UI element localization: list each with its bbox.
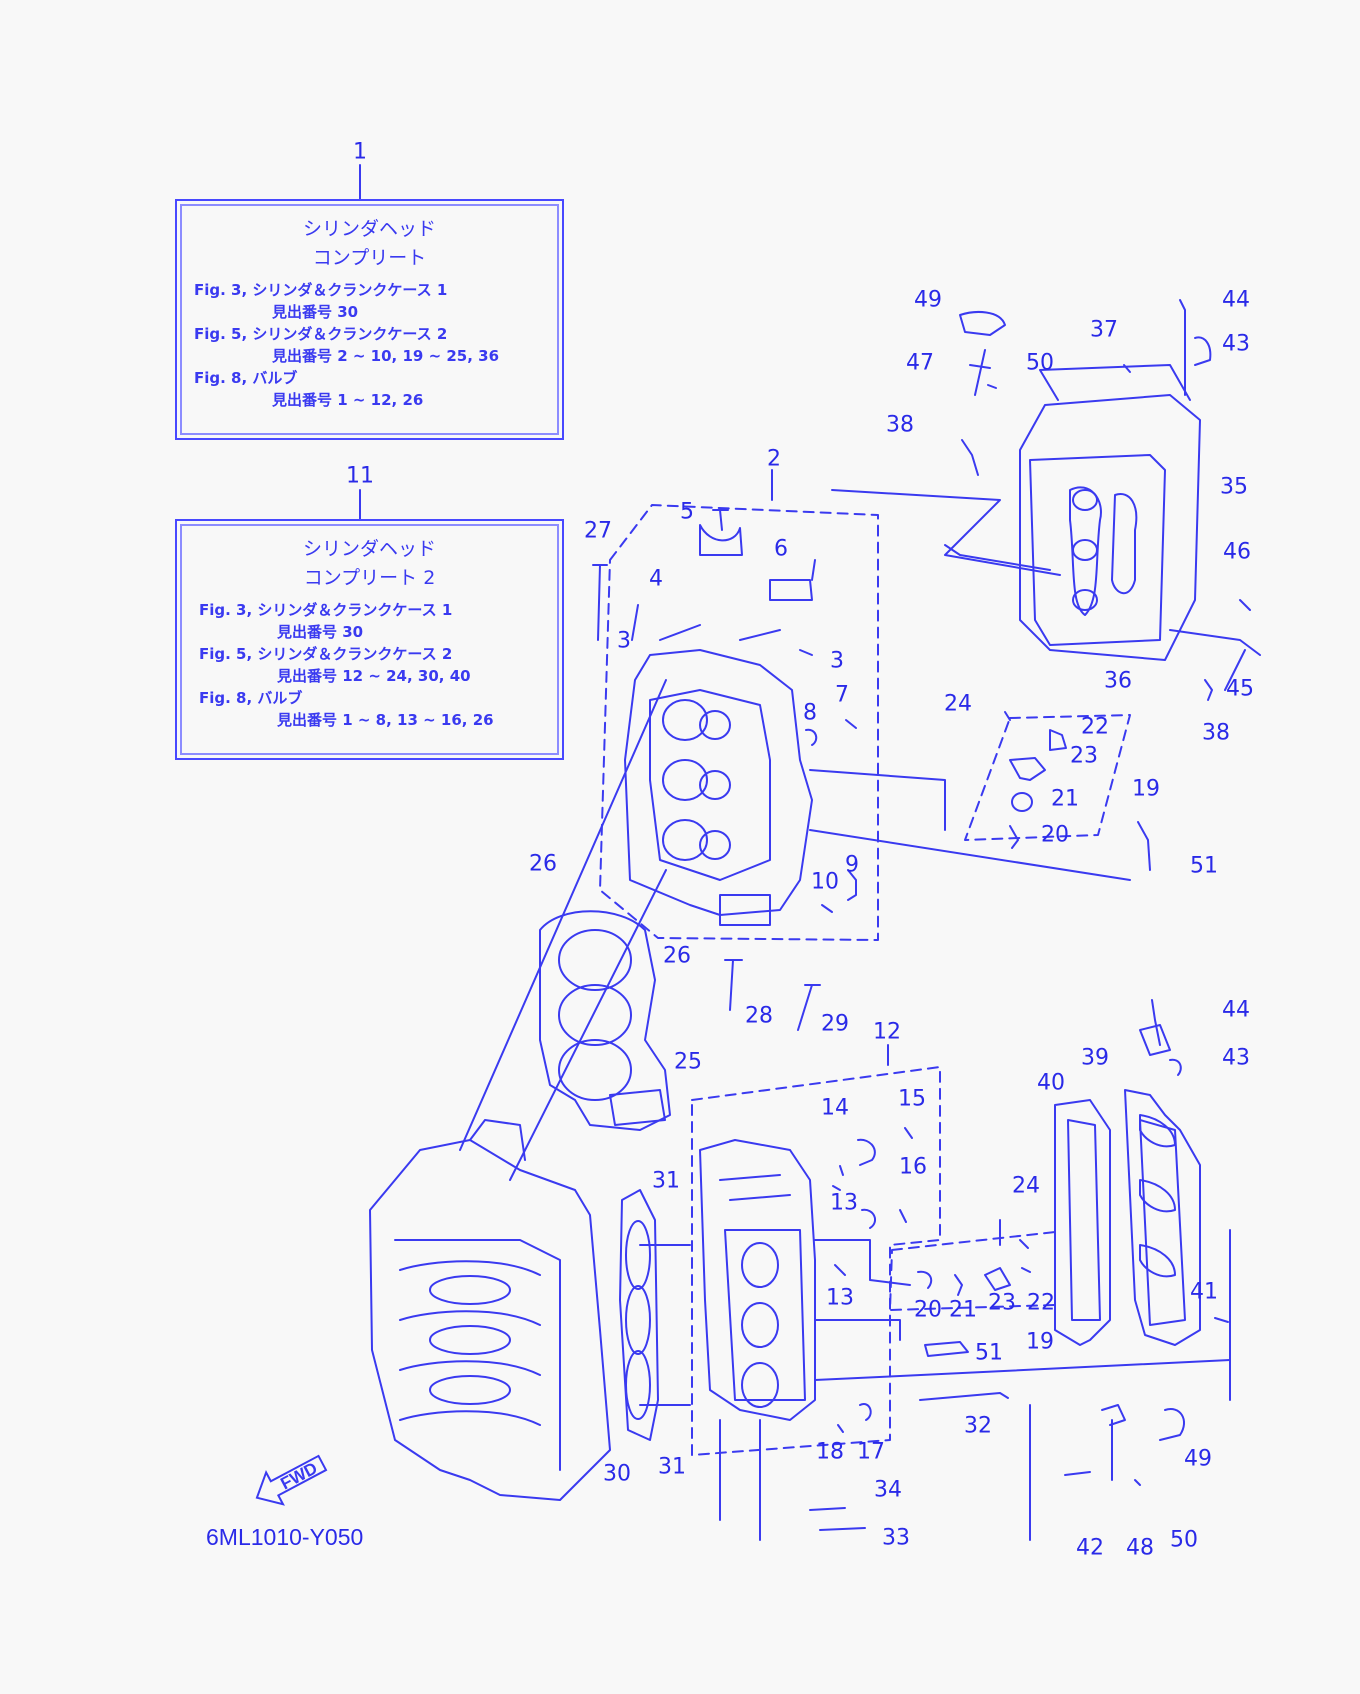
reference-entry: Fig. 3, シリンダ＆クランクケース 1 見出番号 30: [194, 279, 562, 323]
part-number: 26: [663, 943, 691, 969]
part-number: 22: [1081, 714, 1109, 740]
part-number: 27: [584, 518, 612, 544]
part-number: 5: [680, 499, 694, 525]
reference-items: 見出番号 1 ~ 8, 13 ~ 16, 26: [277, 711, 494, 729]
part-number: 49: [914, 287, 942, 313]
reference-items: 見出番号 1 ~ 12, 26: [272, 391, 424, 409]
part-number: 29: [821, 1011, 849, 1037]
part-number: 6: [774, 536, 788, 562]
part-number: 44: [1222, 287, 1250, 313]
part-number: 4: [649, 566, 663, 592]
part-number: 28: [745, 1003, 773, 1029]
reference-items: 見出番号 12 ~ 24, 30, 40: [277, 667, 471, 685]
part-number: 44: [1222, 997, 1250, 1023]
part-number: 38: [886, 412, 914, 438]
reference-figure: Fig. 3, シリンダ＆クランクケース 1: [194, 281, 448, 299]
part-number: 37: [1090, 317, 1118, 343]
part-number: 2: [767, 446, 781, 472]
part-number: 15: [898, 1086, 926, 1112]
reference-figure: Fig. 3, シリンダ＆クランクケース 1: [199, 601, 453, 619]
part-number: 24: [944, 691, 972, 717]
part-number: 31: [652, 1168, 680, 1194]
part-number: 41: [1190, 1279, 1218, 1305]
part-number: 38: [1202, 720, 1230, 746]
part-number: 33: [882, 1525, 910, 1551]
box-subtitle: コンプリート 2: [303, 567, 436, 589]
reference-entry: Fig. 5, シリンダ＆クランクケース 2 見出番号 12 ~ 24, 30,…: [199, 643, 562, 687]
part-number: 3: [830, 648, 844, 674]
part-number: 23: [988, 1290, 1016, 1316]
part-number: 8: [803, 700, 817, 726]
reference-entry: Fig. 5, シリンダ＆クランクケース 2 見出番号 2 ~ 10, 19 ~…: [194, 323, 562, 367]
reference-entry: Fig. 3, シリンダ＆クランクケース 1 見出番号 30: [199, 599, 562, 643]
part-number: 51: [1190, 853, 1218, 879]
part-number: 42: [1076, 1535, 1104, 1561]
forward-arrow-icon: FWD: [255, 1454, 328, 1506]
part-number: 23: [1070, 743, 1098, 769]
reference-items: 見出番号 30: [277, 623, 364, 641]
reference-entry: Fig. 8, バルブ 見出番号 1 ~ 8, 13 ~ 16, 26: [199, 687, 562, 731]
part-number: 9: [845, 852, 859, 878]
part-number: 13: [830, 1190, 858, 1216]
box-title: シリンダヘッド: [302, 538, 436, 560]
part-number: 46: [1223, 539, 1251, 565]
part-number: 50: [1026, 350, 1054, 376]
reference-figure: Fig. 8, バルブ: [194, 369, 298, 387]
part-number: 34: [874, 1477, 902, 1503]
part-number: 19: [1132, 776, 1160, 802]
part-number: 22: [1027, 1290, 1055, 1316]
part-number: 24: [1012, 1173, 1040, 1199]
part-number: 25: [674, 1049, 702, 1075]
part-number: 3: [617, 628, 631, 654]
diagram-code: 6ML1010-Y050: [206, 1524, 364, 1550]
part-number: 30: [603, 1461, 631, 1487]
part-number: 20: [914, 1297, 942, 1323]
box-number: 11: [346, 463, 374, 489]
part-number: 39: [1081, 1045, 1109, 1071]
part-number: 26: [529, 851, 557, 877]
part-number: 50: [1170, 1527, 1198, 1553]
part-number: 16: [899, 1154, 927, 1180]
part-number: 19: [1026, 1329, 1054, 1355]
box-subtitle: コンプリート: [312, 247, 427, 269]
box-title: シリンダヘッド: [302, 218, 436, 240]
part-number: 21: [949, 1297, 977, 1323]
part-number: 48: [1126, 1535, 1154, 1561]
reference-items: 見出番号 30: [272, 303, 359, 321]
part-number: 21: [1051, 786, 1079, 812]
part-number: 40: [1037, 1070, 1065, 1096]
part-number: 43: [1222, 331, 1250, 357]
part-number: 10: [811, 869, 839, 895]
reference-figure: Fig. 5, シリンダ＆クランクケース 2: [194, 325, 448, 343]
part-number: 35: [1220, 474, 1248, 500]
part-number: 36: [1104, 668, 1132, 694]
part-number: 14: [821, 1095, 849, 1121]
part-number: 18: [816, 1439, 844, 1465]
part-number: 49: [1184, 1446, 1212, 1472]
part-number: 43: [1222, 1045, 1250, 1071]
part-number: 12: [873, 1019, 901, 1045]
info-box-cylinder-head-complete: シリンダヘッド コンプリート Fig. 3, シリンダ＆クランクケース 1 見出…: [175, 199, 564, 440]
part-number: 32: [964, 1413, 992, 1439]
box-number: 1: [353, 139, 367, 165]
reference-figure: Fig. 8, バルブ: [199, 689, 303, 707]
part-number: 20: [1041, 822, 1069, 848]
part-number: 45: [1226, 676, 1254, 702]
reference-figure: Fig. 5, シリンダ＆クランクケース 2: [199, 645, 453, 663]
part-number: 31: [658, 1454, 686, 1480]
part-number: 51: [975, 1340, 1003, 1366]
reference-entry: Fig. 8, バルブ 見出番号 1 ~ 12, 26: [194, 367, 562, 411]
reference-items: 見出番号 2 ~ 10, 19 ~ 25, 36: [272, 347, 500, 365]
part-number: 17: [857, 1439, 885, 1465]
part-number: 47: [906, 350, 934, 376]
info-box-cylinder-head-complete-2: シリンダヘッド コンプリート 2 Fig. 3, シリンダ＆クランクケース 1 …: [175, 519, 564, 760]
part-number: 7: [835, 682, 849, 708]
part-number: 13: [826, 1285, 854, 1311]
forward-label: FWD: [277, 1458, 320, 1493]
